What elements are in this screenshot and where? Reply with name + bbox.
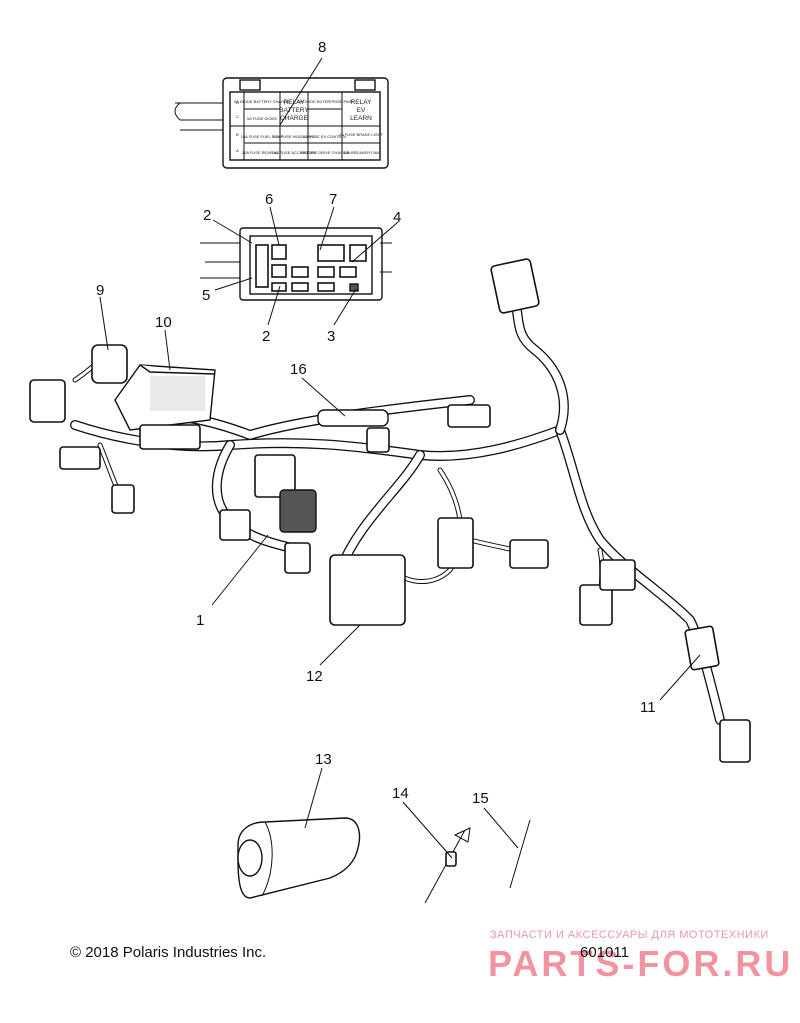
fuse-cell-text: 5A DIODE ENTERPRISE PWR <box>297 99 353 104</box>
fuse-cell-text: 5A DIODE BATTERY CHARGE <box>234 99 290 104</box>
callout-2-lower: 2 <box>262 328 270 345</box>
callout-16: 16 <box>290 361 307 378</box>
fuse-cell-text: 10A FUSE REAR ACC <box>242 150 282 155</box>
sensor-9 <box>91 344 128 384</box>
callout-13: 13 <box>315 751 332 768</box>
callout-1: 1 <box>196 612 204 629</box>
relay-battery-line-2: BATTERY <box>279 107 309 114</box>
callout-9: 9 <box>96 282 104 299</box>
fuse-box-detail-2-7 <box>200 227 392 301</box>
relay-ev-line-3: LEARN <box>350 115 372 122</box>
fuse-cell-text: 10A FUSE HEADLIGHT <box>273 134 316 139</box>
loom-tube-13 <box>237 817 361 899</box>
callout-15: 15 <box>472 790 489 807</box>
callout-12: 12 <box>306 668 323 685</box>
relay-module-10 <box>114 364 216 450</box>
callout-2: 2 <box>203 207 211 224</box>
fuse-row-letter: D <box>236 100 239 105</box>
callout-11: 11 <box>640 699 656 716</box>
relay-battery-line-3: CHARGE <box>280 115 308 122</box>
watermark-tagline: ЗАПЧАСТИ И АКСЕССУАРЫ ДЛЯ МОТОТЕХНИКИ <box>490 929 769 941</box>
fuse-cell-text: 15A FUSE FUEL PUMP <box>241 134 284 139</box>
callout-7: 7 <box>329 191 337 208</box>
fuse-cell-text: 10A BREAKER FAN <box>343 150 379 155</box>
callout-6: 6 <box>265 191 273 208</box>
callout-5: 5 <box>202 287 210 304</box>
fuse-cell-text: 5A FUSE EV CONTROL <box>303 134 347 139</box>
callout-4: 4 <box>393 209 401 226</box>
fuse-cell-text: 5A FUSE DRIVE CHASSIS <box>301 150 350 155</box>
relay-ev-line-1: RELAY <box>351 99 372 106</box>
diagram-id: 601011 <box>580 944 629 961</box>
watermark-brand: PARTS-FOR.RU <box>488 943 794 984</box>
callout-3: 3 <box>327 328 335 345</box>
cable-tie-14 <box>424 827 471 904</box>
fuse-box-detail-8: 5A DIODE BATTERY CHARGE 5A DIODE ENTERPR… <box>174 77 389 169</box>
copyright-notice: © 2018 Polaris Industries Inc. <box>70 944 267 961</box>
fuse-cell-text: 5A FUSE DIODE <box>247 116 278 121</box>
fuse-cell-text: 10A FUSE ACCESSORY <box>272 150 317 155</box>
callout-14: 14 <box>392 785 409 802</box>
callout-labels: 1 2 2 3 4 5 6 7 8 9 10 11 12 13 14 15 16 <box>96 39 656 807</box>
fuse-row-letter: C <box>236 114 239 119</box>
relay-ev-line-2: EV <box>357 107 366 114</box>
fuse-row-letter: B <box>236 132 239 137</box>
cable-tie-15 <box>509 819 531 889</box>
main-wiring-harness-1 <box>29 258 751 763</box>
callout-8: 8 <box>318 39 326 56</box>
callout-10: 10 <box>155 314 172 331</box>
fuse-cell-text: 2A FUSE BRAKE LIGHT <box>339 132 384 137</box>
leader-lines <box>99 57 701 859</box>
fuse-row-letter: A <box>236 148 239 153</box>
